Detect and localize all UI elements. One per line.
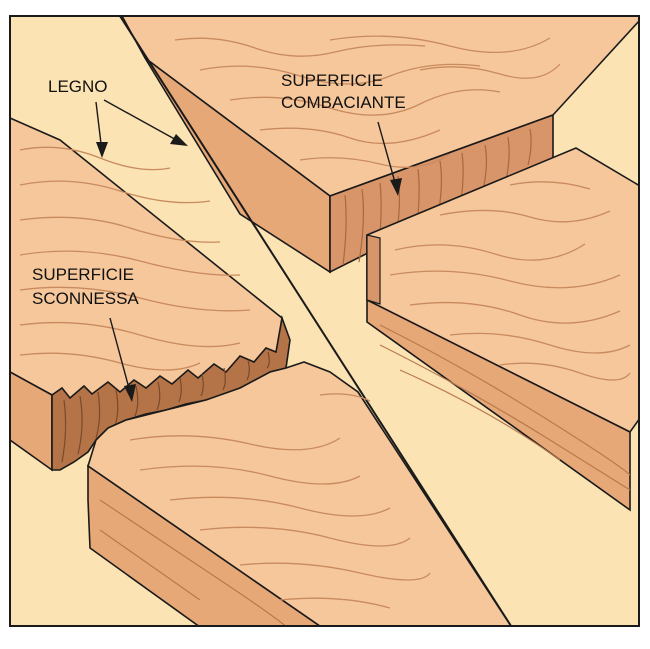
board-disjoint-lower-top	[87, 361, 512, 626]
label-disjoint-line1: SUPERFICIE	[32, 265, 134, 284]
arrow-legno-right	[103, 99, 188, 146]
frame-border	[9, 15, 640, 627]
arrow-legno-left	[95, 101, 108, 158]
arrow-mating	[377, 121, 402, 196]
board-disjoint-lower-side	[87, 464, 322, 626]
board-mating-right-front	[366, 234, 381, 305]
label-mating-line2: COMBACIANTE	[281, 93, 406, 112]
label-disjoint-line2: SCONNESSA	[32, 289, 139, 308]
label-legno: LEGNO	[48, 77, 108, 96]
arrow-disjoint	[109, 317, 136, 402]
board-disjoint-lower	[87, 361, 512, 626]
label-mating-line1: SUPERFICIE	[281, 71, 383, 90]
board-mating-right	[366, 147, 639, 512]
board-disjoint-upper	[10, 117, 291, 472]
diagonal-divider	[119, 16, 513, 626]
